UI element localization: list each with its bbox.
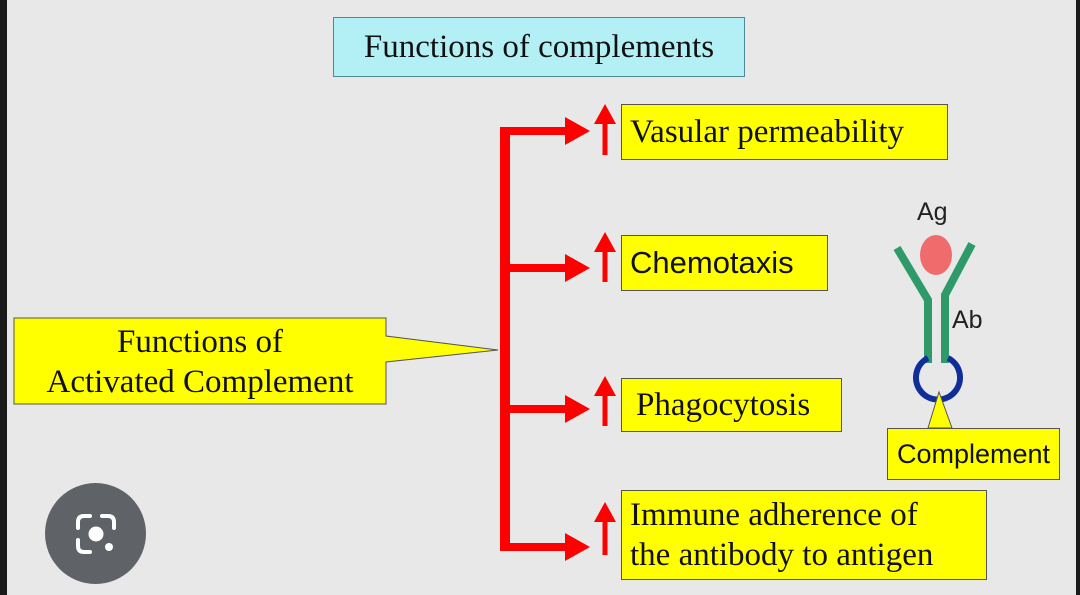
complement-ring <box>913 355 963 403</box>
function-phagocytosis: Phagocytosis <box>621 378 842 432</box>
cropped-text-fragment <box>622 578 1062 595</box>
antibody-left-arm <box>893 245 932 363</box>
increase-arrow-icon <box>594 232 616 282</box>
right-border <box>1076 0 1080 595</box>
function-immune-adherence-line-1: Immune adherence of <box>630 497 918 533</box>
left-border <box>0 0 7 595</box>
function-vascular-permeability: Vasular permeability <box>621 104 948 160</box>
antigen-label: Ag <box>917 198 948 226</box>
function-immune-adherence-line-2: the antibody to antigen <box>630 537 934 573</box>
increase-arrow-icon <box>594 502 616 555</box>
source-label-line-1: Functions of <box>117 324 283 360</box>
branch-arrow-3 <box>505 395 590 423</box>
antibody-figure <box>893 235 976 429</box>
increase-arrow-icon <box>594 376 616 426</box>
complement-label: Complement <box>887 428 1060 480</box>
antibody-right-arm <box>941 242 976 363</box>
callout-shape <box>13 317 499 405</box>
page-title: Functions of complements <box>333 17 745 77</box>
function-chemotaxis: Chemotaxis <box>621 235 828 291</box>
antibody-label: Ab <box>952 306 983 334</box>
source-label-line-2: Activated Complement <box>46 364 354 400</box>
source-label: Functions of Activated Complement <box>14 318 386 404</box>
google-lens-button[interactable] <box>45 483 146 584</box>
function-immune-adherence: Immune adherence of the antibody to anti… <box>621 490 987 580</box>
antigen-circle <box>920 235 952 275</box>
branch-arrow-4 <box>500 533 590 561</box>
branch-arrow-2 <box>505 254 590 282</box>
branch-arrow-1 <box>500 117 590 145</box>
google-lens-icon <box>75 513 116 554</box>
increase-arrow-icon <box>594 104 616 155</box>
